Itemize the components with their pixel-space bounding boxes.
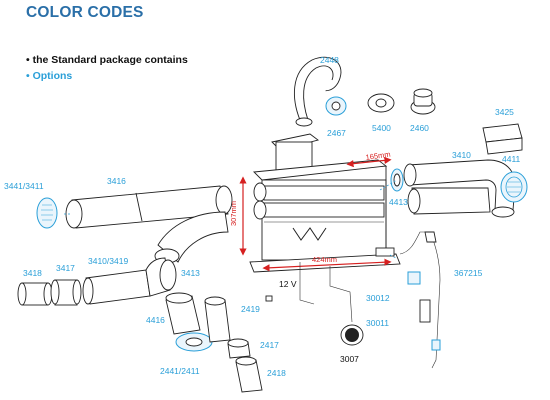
label-3410-top: 3410 <box>452 150 471 160</box>
part-5400 <box>367 93 395 113</box>
label-3410-3419: 3410/3419 <box>88 256 128 266</box>
label-3441-3411: 3441/3411 <box>4 181 44 191</box>
ducts-lower-middle <box>165 292 263 393</box>
label-2418: 2418 <box>267 368 286 378</box>
label-3416: 3416 <box>107 176 126 186</box>
label-12v: 12 V <box>279 279 297 289</box>
label-2448: 2448 <box>320 55 339 65</box>
vent-3441 <box>36 197 58 229</box>
label-2467: 2467 <box>327 128 346 138</box>
label-4416: 4416 <box>146 315 165 325</box>
label-367215: 367215 <box>454 268 483 278</box>
dim-width: 424mm <box>312 255 337 264</box>
control-3007 <box>340 324 364 346</box>
ring-4413 <box>390 168 404 192</box>
dim-height: 307mm <box>229 201 238 226</box>
legend-options: • Options <box>26 70 73 82</box>
connector-12v <box>265 262 315 305</box>
hose-2448 <box>294 56 347 127</box>
label-3425: 3425 <box>495 107 514 117</box>
ducts-left-lower <box>17 257 177 306</box>
vent-4411 <box>500 171 528 203</box>
label-30012: 30012 <box>366 293 390 303</box>
label-2419: 2419 <box>241 304 260 314</box>
label-4411: 4411 <box>502 154 521 164</box>
part-3425 <box>482 123 523 155</box>
label-2417: 2417 <box>260 340 279 350</box>
duct-3416 <box>65 185 233 229</box>
label-5400: 5400 <box>372 123 391 133</box>
label-2441-2411: 2441/2411 <box>160 366 200 376</box>
dim-depth: 165mm <box>365 150 391 162</box>
duct-3410-right <box>403 159 516 218</box>
label-2460: 2460 <box>410 123 429 133</box>
label-3418: 3418 <box>23 268 42 278</box>
label-3417: 3417 <box>56 263 75 273</box>
fuel-kit <box>329 231 441 369</box>
label-3413: 3413 <box>181 268 200 278</box>
part-2460 <box>410 88 436 115</box>
page-title: COLOR CODES <box>26 4 144 21</box>
label-3007: 3007 <box>340 354 359 364</box>
legend-standard: • the Standard package contains <box>26 54 188 66</box>
label-30011: 30011 <box>366 318 389 328</box>
label-4413: 4413 <box>389 197 408 207</box>
